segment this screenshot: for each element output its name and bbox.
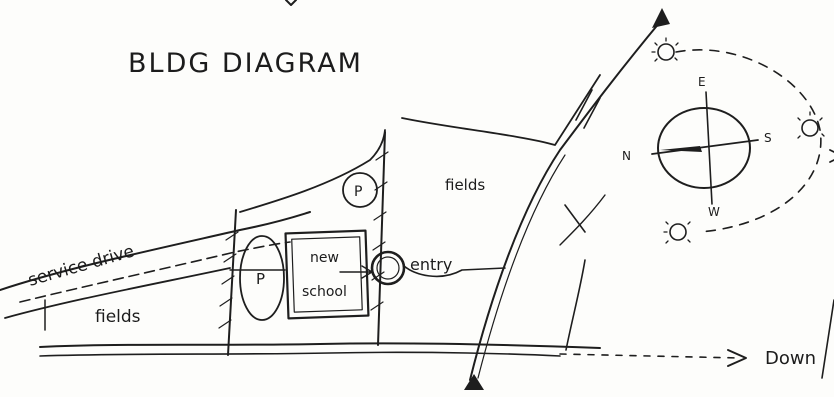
upper-right-boundary <box>402 75 600 145</box>
upper-left-boundary <box>240 130 385 212</box>
compass-west-label: W <box>708 205 720 219</box>
service-drive-label: service drive <box>26 241 137 290</box>
top-edge-mark <box>286 0 296 5</box>
right-ridge-secondary <box>560 195 605 245</box>
new-school-label-line2: school <box>302 284 347 300</box>
bottom-road-lines <box>40 343 746 366</box>
site-axis-line <box>464 8 670 390</box>
new-school-building <box>286 231 369 319</box>
compass-south-label: S <box>764 131 772 145</box>
parking-label-upper: P <box>354 184 362 200</box>
compass-north-pointer <box>660 146 702 152</box>
down-arrow-label: Down <box>765 348 816 369</box>
new-school-label-line1: new <box>310 250 339 266</box>
compass-ns-axis <box>652 140 758 154</box>
site-axis-end-marker-top <box>652 8 670 28</box>
compass-east-label: E <box>698 75 706 89</box>
site-axis-end-marker-bottom <box>464 374 484 390</box>
right-ridge-lines <box>565 205 585 350</box>
sun-icon-bottom <box>664 222 690 243</box>
fields-label-left: fields <box>95 307 141 327</box>
compass-north-label: N <box>622 149 631 163</box>
right-edge-line <box>822 300 834 378</box>
site-axis-hatch <box>576 90 600 128</box>
fields-label-upper: fields <box>445 176 485 194</box>
sun-icon-right <box>798 112 824 138</box>
entry-label: entry <box>410 255 452 274</box>
compass-rose <box>652 92 758 204</box>
right-hatched-boundary <box>371 132 388 345</box>
diagram-title: BLDG DIAGRAM <box>128 48 363 79</box>
parking-label-left: P <box>256 270 265 288</box>
right-edge-mark <box>830 150 834 162</box>
sun-icon-top <box>652 38 678 61</box>
